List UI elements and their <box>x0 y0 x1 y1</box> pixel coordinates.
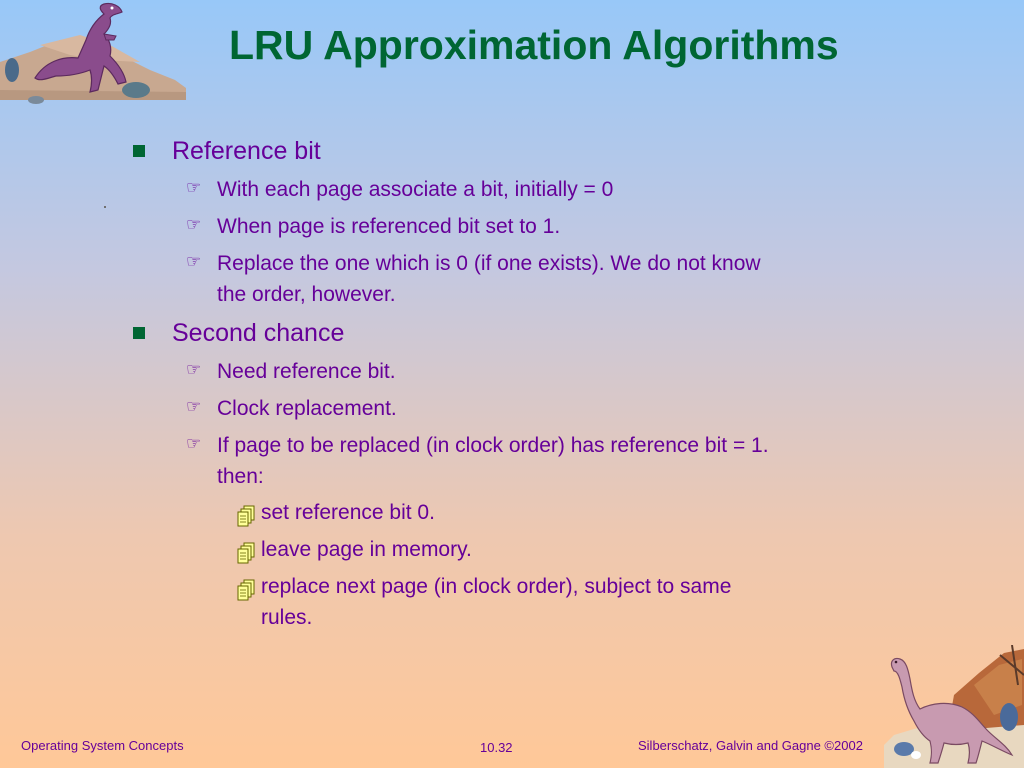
footer-page-number: 10.32 <box>480 740 513 755</box>
bullet-text: Reference bit <box>172 137 321 165</box>
pointing-hand-icon: ☞ <box>186 252 202 271</box>
footer-course-title: Operating System Concepts <box>21 738 184 753</box>
sub-sub-bullet-text: replace next page (in clock order), subj… <box>261 575 732 598</box>
slide-body: Reference bit ☞ With each page associate… <box>133 137 769 629</box>
stacked-pages-icon <box>237 579 255 601</box>
sub-bullet-text: Need reference bit. <box>217 360 396 383</box>
square-bullet-icon <box>133 145 145 157</box>
sub-bullet-text: With each page associate a bit, initiall… <box>217 178 614 201</box>
stacked-pages-icon <box>237 542 255 564</box>
sub-bullet-text: then: <box>217 465 264 488</box>
sub-sub-bullet-text: set reference bit 0. <box>261 501 435 524</box>
pointing-hand-icon: ☞ <box>186 360 202 379</box>
pointing-hand-icon: ☞ <box>186 215 202 234</box>
stacked-pages-icon <box>237 505 255 527</box>
pointing-hand-icon: ☞ <box>186 434 202 453</box>
sub-sub-bullet-text: rules. <box>261 606 313 629</box>
tyrannosaurus-clipart <box>0 2 186 104</box>
sub-bullet-text: Clock replacement. <box>217 397 397 420</box>
sub-bullet-text: the order, however. <box>217 283 396 306</box>
sub-sub-bullet-text: leave page in memory. <box>261 538 472 561</box>
footer-copyright: Silberschatz, Galvin and Gagne ©2002 <box>638 738 863 753</box>
sub-bullet-text: If page to be replaced (in clock order) … <box>217 434 769 457</box>
sub-bullet-text: Replace the one which is 0 (if one exist… <box>217 252 761 275</box>
slide-title: LRU Approximation Algorithms <box>229 22 839 68</box>
sub-bullet-text: When page is referenced bit set to 1. <box>217 215 561 238</box>
stray-dot <box>104 206 106 208</box>
pointing-hand-icon: ☞ <box>186 397 202 416</box>
brontosaurus-clipart <box>884 645 1024 768</box>
bullet-text: Second chance <box>172 319 345 347</box>
square-bullet-icon <box>133 327 145 339</box>
pointing-hand-icon: ☞ <box>186 178 202 197</box>
